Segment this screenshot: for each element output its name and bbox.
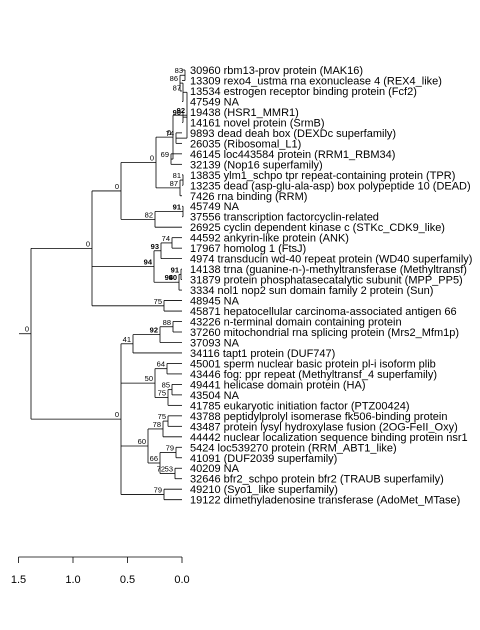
support-value: 66 [150, 454, 158, 463]
support-value: 60 [138, 437, 146, 446]
support-value: 81 [173, 171, 181, 180]
leaf-label: 47549 NA [190, 96, 240, 108]
leaf-label: 44442 nuclear localization sequence bind… [190, 432, 468, 444]
leaf-label: 45749 NA [190, 201, 240, 213]
support-value: 92 [150, 326, 158, 335]
leaf-label: 43487 protein lysyl hydroxylase fusion (… [190, 421, 458, 433]
support-value: 0 [115, 182, 119, 191]
leaf-label: 43226 n-terminal domain containing prote… [190, 317, 402, 329]
support-value: 69 [161, 150, 169, 159]
support-value: 91 [173, 202, 181, 211]
leaf-label: 40209 NA [190, 463, 240, 475]
leaf-label: 19438 (HSR1_MMR1) [190, 107, 299, 119]
axis-tick-label: 0.5 [120, 574, 135, 586]
leaf-label: 37260 mitochondrial rna splicing protein… [190, 327, 459, 339]
leaf-label: 45001 sperm nuclear basic protein pl-i i… [190, 358, 436, 370]
axis-tick-label: 1.5 [11, 574, 26, 586]
support-value: 75 [158, 412, 166, 421]
support-value: 88 [163, 318, 171, 327]
leaf-label: 41785 eukaryotic initiation factor (PTZ0… [190, 400, 410, 412]
support-value: 93 [151, 242, 159, 251]
support-value: 90 [173, 108, 181, 117]
leaf-label: 32139 (Nop16 superfamily) [190, 159, 323, 171]
leaf-label: 7426 rna binding (RRM) [190, 191, 307, 203]
leaf-label: 37556 transcription factorcyclin-related [190, 212, 379, 224]
leaf-label: 31879 protein phosphatasecatalytic subun… [190, 275, 463, 287]
leaf-label: 46145 loc443584 protein (RRM1_RBM34) [190, 149, 395, 161]
axis-tick-label: 1.0 [65, 574, 80, 586]
support-value: 74 [162, 234, 170, 243]
leaf-label: 37093 NA [190, 337, 240, 349]
leaf-label: 17967 homolog 1 (FtsJ) [190, 243, 306, 255]
leaf-label: 44592 ankyrin-like protein (ANK) [190, 233, 349, 245]
support-value: 79 [154, 485, 162, 494]
leaf-label: 4974 transducin wd-40 repeat protein (WD… [190, 254, 472, 266]
support-value: 79 [166, 444, 174, 453]
support-value: 87 [170, 179, 178, 188]
support-value: 86 [170, 74, 178, 83]
leaf-label: 43788 peptidylprolyl isomerase fk506-bin… [190, 411, 447, 423]
support-value: 0 [115, 410, 119, 419]
leaf-label: 41091 (DUF2039 superfamily) [190, 453, 337, 465]
support-value: 85 [162, 381, 170, 390]
support-value: 78 [153, 420, 161, 429]
support-value: 0 [150, 154, 154, 163]
leaf-label: 49441 helicase domain protein (HA) [190, 379, 366, 391]
support-value: 94 [165, 273, 174, 282]
leaf-label: 3334 nol1 nop2 sun domain family 2 prote… [190, 285, 433, 297]
support-values: 8386879074926908187091820749391909494750… [25, 66, 185, 494]
leaf-label: 32646 bfr2_schpo protein bfr2 (TRAUB sup… [190, 474, 444, 486]
leaf-label: 45871 hepatocellular carcinoma-associate… [190, 306, 457, 318]
support-value: 0 [25, 325, 29, 334]
leaf-label: 13235 dead (asp-glu-ala-asp) box polypep… [190, 180, 471, 192]
support-value: 92 [177, 106, 185, 115]
leaf-label: 49210 (Syo1_like superfamily) [190, 484, 338, 496]
leaf-label: 13309 rexo4_ustma rna exonuclease 4 (REX… [190, 75, 442, 87]
axis-tick-label: 0.0 [174, 574, 189, 586]
leaf-label: 13534 estrogen receptor binding protein … [190, 86, 417, 98]
support-value: 75 [154, 297, 162, 306]
support-value: 83 [175, 66, 183, 75]
leaf-label: 19122 dimethyladenosine transferase (Ado… [190, 495, 460, 507]
support-value: 0 [167, 128, 171, 137]
leaf-label: 43446 fog: ppr repeat (Methyltransf_4 su… [190, 369, 437, 381]
leaf-labels: 30960 rbm13-prov protein (MAK16)13309 re… [190, 65, 472, 507]
scale-axis: 1.5 1.0 0.5 0.0 [11, 556, 190, 586]
leaf-label: 26925 cyclin dependent kinase c (STKc_CD… [190, 222, 445, 234]
leaf-label: 26035 (Ribosomal_L1) [190, 138, 301, 150]
support-value: 0 [86, 239, 90, 248]
support-value: 72 [157, 464, 165, 473]
support-value: 87 [173, 83, 181, 92]
leaf-label: 30960 rbm13-prov protein (MAK16) [190, 65, 363, 77]
leaf-label: 5424 loc539270 protein (RRM_ABT1_like) [190, 442, 397, 454]
leaf-label: 34116 tapt1 protein (DUF747) [190, 348, 335, 360]
leaf-label: 43504 NA [190, 390, 240, 402]
support-value: 74 [166, 129, 174, 138]
leaf-label: 14161 novel protein (SrmB) [190, 117, 325, 129]
support-value: 91 [171, 265, 179, 274]
support-value: 64 [157, 360, 165, 369]
support-value: 94 [144, 258, 153, 267]
leaf-label: 13835 ylm1_schpo tpr repeat-containing p… [190, 170, 455, 182]
leaf-label: 9893 dead deah box (DEXDc superfamily) [190, 128, 396, 140]
support-value: 82 [145, 210, 153, 219]
tree-branches [19, 69, 188, 501]
support-value: 53 [165, 464, 173, 473]
support-value: 41 [123, 335, 131, 344]
support-value: 75 [158, 389, 166, 398]
leaf-label: 14138 trna (guanine-n-)-methyltransferas… [190, 264, 467, 276]
leaf-label: 48945 NA [190, 296, 240, 308]
support-value: 50 [145, 374, 153, 383]
support-value: 90 [169, 273, 177, 282]
